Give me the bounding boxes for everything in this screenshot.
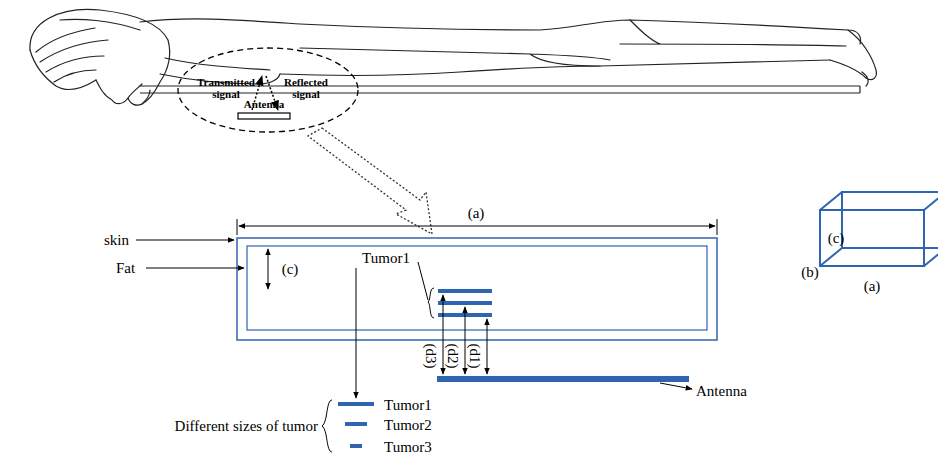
box-front [820,210,924,266]
antenna-small [238,113,290,119]
antenna-label: Antenna [696,383,747,400]
dimension-label: (b) [801,264,819,281]
signal-label: Transmitted signal [194,76,258,100]
box-edge [820,248,842,266]
tumor-bar [438,301,492,305]
depth-d3 [443,295,444,374]
tumor-label: Tumor3 [384,439,432,456]
box-edge [924,248,938,266]
fat-leader [146,268,244,269]
foot [830,30,876,86]
depth-label: (d2) [445,344,462,369]
tumor3-bar [350,444,362,448]
depth-d1 [487,319,488,374]
legs [620,20,846,46]
body-back [140,19,861,44]
face-profile [128,84,150,104]
zoom-ellipse [178,48,358,132]
antenna-leader [660,383,692,389]
signal-label: Reflected signal [278,76,334,100]
hair-lines [30,19,140,89]
dimension-label: (a) [864,278,881,295]
box-edge [924,192,938,210]
tumor-label: Tumor1 [362,250,410,267]
tumor2-bar [345,422,367,426]
dimension-label: (c) [828,230,845,247]
caption-label: Different sizes of tumor [175,418,318,435]
tumor-label: Tumor2 [384,417,432,434]
dimension-tick [717,219,718,235]
head-outline [30,9,170,105]
layer-label: skin [104,232,129,249]
tumor1-leader [356,268,357,398]
table-bottom [140,92,860,93]
fat-layer [247,246,707,330]
tumor1-bar [338,402,374,406]
dimension-c [268,249,269,289]
arm-along-side [300,48,610,66]
box-3d [820,192,938,266]
layer-label: Fat [116,260,135,277]
tumor-bracket [428,288,434,318]
depth-label: (d3) [423,344,440,369]
box-back [842,192,938,248]
dimension-a [239,226,715,227]
depth-label: (d1) [467,344,484,369]
dimension-tick [237,219,238,235]
sizes-bracket [322,400,332,452]
patient-figure [30,9,876,105]
skin-leader [136,240,234,241]
antenna-label: Antenna [244,98,284,110]
tumor-label: Tumor1 [384,397,432,414]
antenna-bar [437,376,689,382]
tumor-link [418,262,428,300]
box-edge [820,192,842,210]
skin-layer [237,238,717,340]
table-end [859,86,860,93]
dimension-label: (c) [282,261,299,278]
zoom-arrow [308,128,432,234]
body-front [280,60,830,75]
dimension-label: (a) [468,205,485,222]
tumor-bar [438,289,492,293]
depth-d2 [465,307,466,374]
